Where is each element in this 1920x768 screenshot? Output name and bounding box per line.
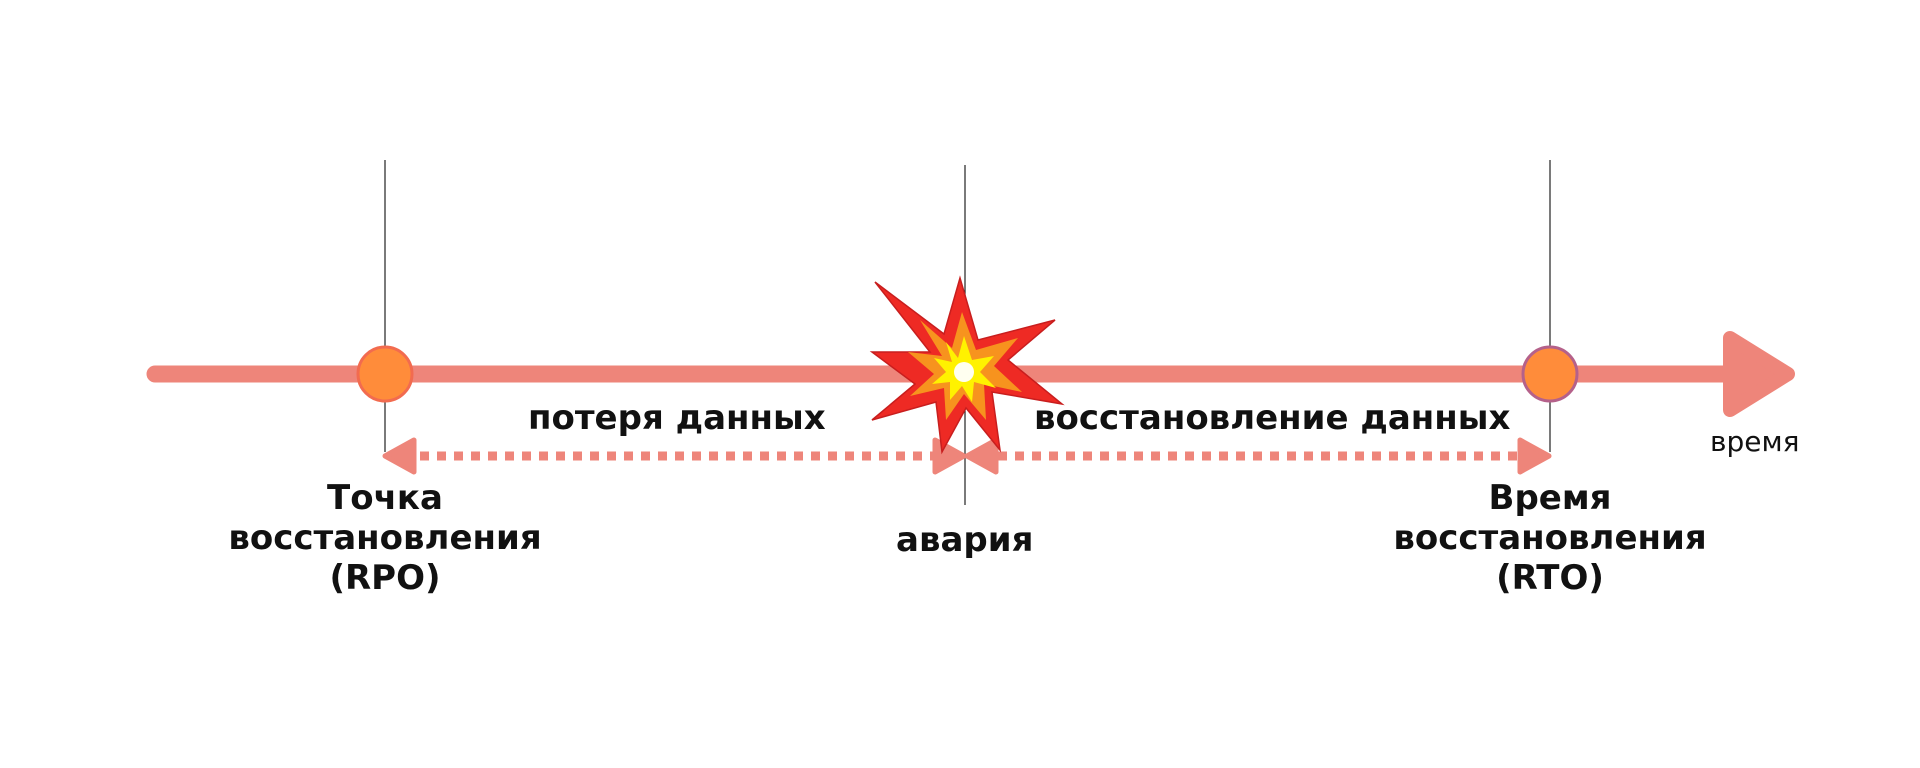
rpo-milestone-dot [356, 345, 414, 403]
rto-label-block: Время восстановления (RTO) [1350, 478, 1750, 598]
rpo-label-block: Точка восстановления (RPO) [185, 478, 585, 598]
time-axis-label: время [1710, 425, 1800, 458]
rto-label-line1: Время [1488, 478, 1612, 518]
data-recovery-arrow [964, 437, 1552, 475]
rpo-label-line3: (RPO) [329, 558, 441, 598]
rto-label-line3: (RTO) [1496, 558, 1604, 598]
rpo-label-line1: Точка [327, 478, 443, 518]
rto-milestone-dot [1521, 345, 1579, 403]
rpo-label-line2: восстановления [228, 518, 542, 558]
incident-label: авария [896, 520, 1034, 560]
rto-label-line2: восстановления [1393, 518, 1707, 558]
explosion-icon [869, 275, 1065, 455]
data-loss-label: потеря данных [528, 398, 826, 438]
data-recovery-label: восстановление данных [1034, 398, 1511, 438]
data-loss-arrow [382, 437, 967, 475]
